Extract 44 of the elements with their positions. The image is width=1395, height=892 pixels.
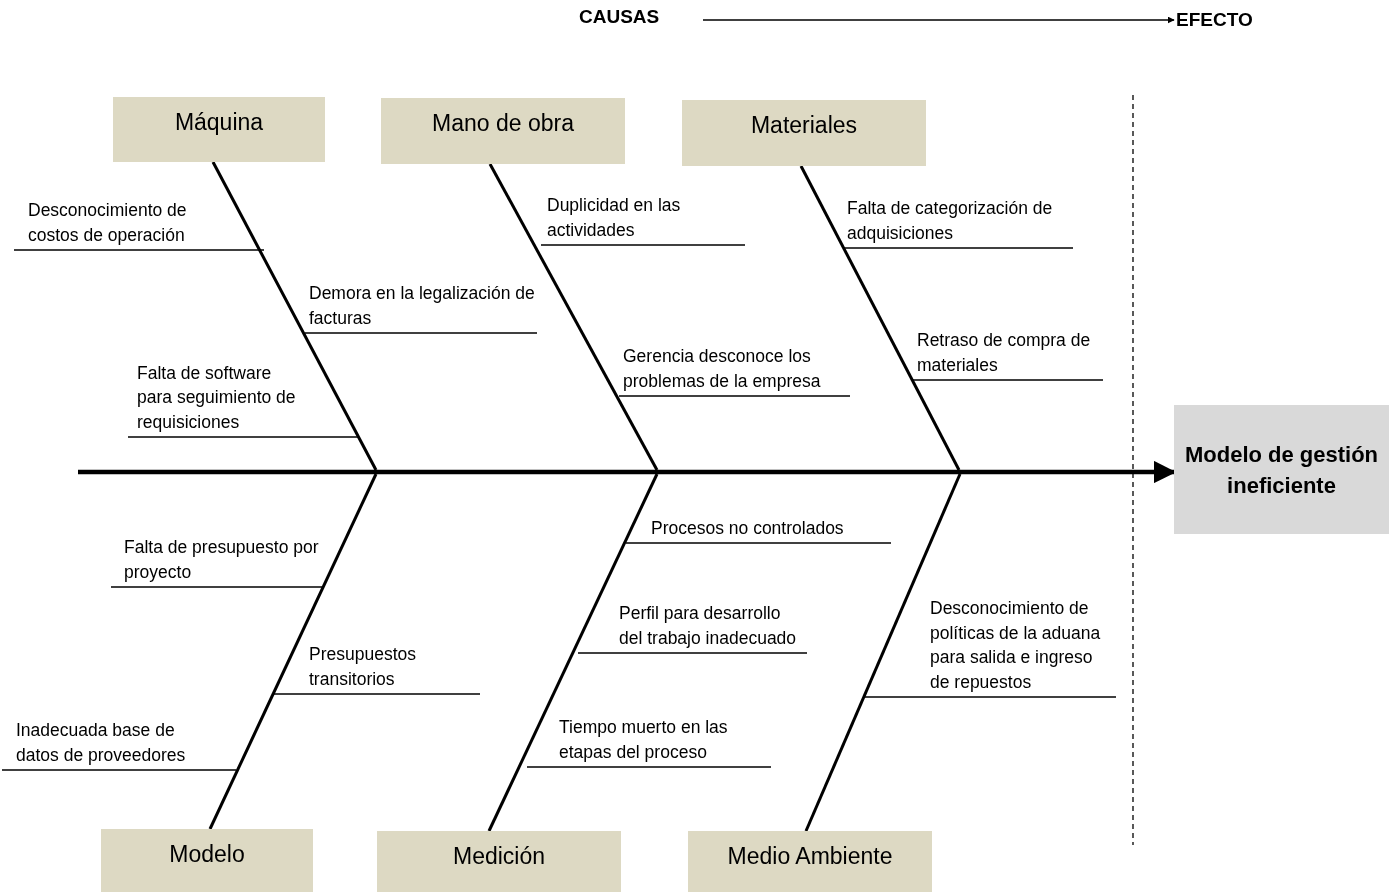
cause-label: Demora en la legalización de facturas bbox=[306, 281, 537, 333]
bone-line bbox=[211, 161, 378, 471]
leader-line bbox=[271, 693, 481, 695]
cause-label: Tiempo muerto en las etapas del proceso bbox=[556, 715, 771, 767]
bone-line bbox=[799, 165, 961, 471]
leader-line bbox=[625, 542, 892, 544]
cause-label: Procesos no controlados bbox=[648, 515, 891, 543]
cause-label: Presupuestos transitorios bbox=[306, 642, 480, 694]
cause-label: Falta de categorización de adquisiciones bbox=[844, 196, 1073, 248]
category-box: Modelo bbox=[101, 829, 313, 892]
heading-label: CAUSAS bbox=[579, 6, 689, 34]
cause-label: Desconocimiento de costos de operación bbox=[14, 198, 228, 250]
category-box: Mano de obra bbox=[381, 98, 625, 164]
bone-line bbox=[208, 473, 378, 830]
leader-line bbox=[1, 769, 237, 771]
leader-line bbox=[618, 395, 851, 397]
bone-line bbox=[804, 473, 962, 832]
leader-line bbox=[526, 766, 772, 768]
effect-box: Modelo de gestión ineficiente bbox=[1174, 405, 1389, 534]
category-box: Medio Ambiente bbox=[688, 831, 932, 892]
bone-line bbox=[487, 473, 659, 832]
cause-label: Duplicidad en las actividades bbox=[544, 193, 745, 245]
cause-label: Retraso de compra de materiales bbox=[914, 328, 1103, 380]
category-box: Materiales bbox=[682, 100, 926, 166]
leader-line bbox=[842, 247, 1074, 249]
leader-line bbox=[540, 244, 746, 246]
arrow bbox=[702, 16, 1175, 24]
cause-label: Perfil para desarrollo del trabajo inadecuado bbox=[616, 601, 807, 653]
cause-label: Falta de presupuesto por proyecto bbox=[111, 535, 330, 587]
heading-label: EFECTO bbox=[1176, 9, 1286, 37]
cause-label: Inadecuada base de datos de proveedores bbox=[2, 718, 216, 770]
category-box: Medición bbox=[377, 831, 621, 892]
bone-line bbox=[488, 163, 659, 471]
cause-label: Falta de software para seguimiento de requisiciones bbox=[128, 360, 309, 437]
cause-label: Gerencia desconoce los problemas de la empresa bbox=[620, 344, 850, 396]
category-box: Máquina bbox=[113, 97, 325, 162]
leader-line bbox=[911, 379, 1104, 381]
leader-line bbox=[577, 652, 808, 654]
leader-line bbox=[13, 249, 265, 251]
leader-line bbox=[127, 436, 359, 438]
cause-label: Desconocimiento de políticas de la aduana para salida e ingreso de repuestos bbox=[927, 596, 1116, 697]
leader-line bbox=[304, 332, 538, 334]
leader-line bbox=[862, 696, 1117, 698]
leader-line bbox=[110, 586, 323, 588]
